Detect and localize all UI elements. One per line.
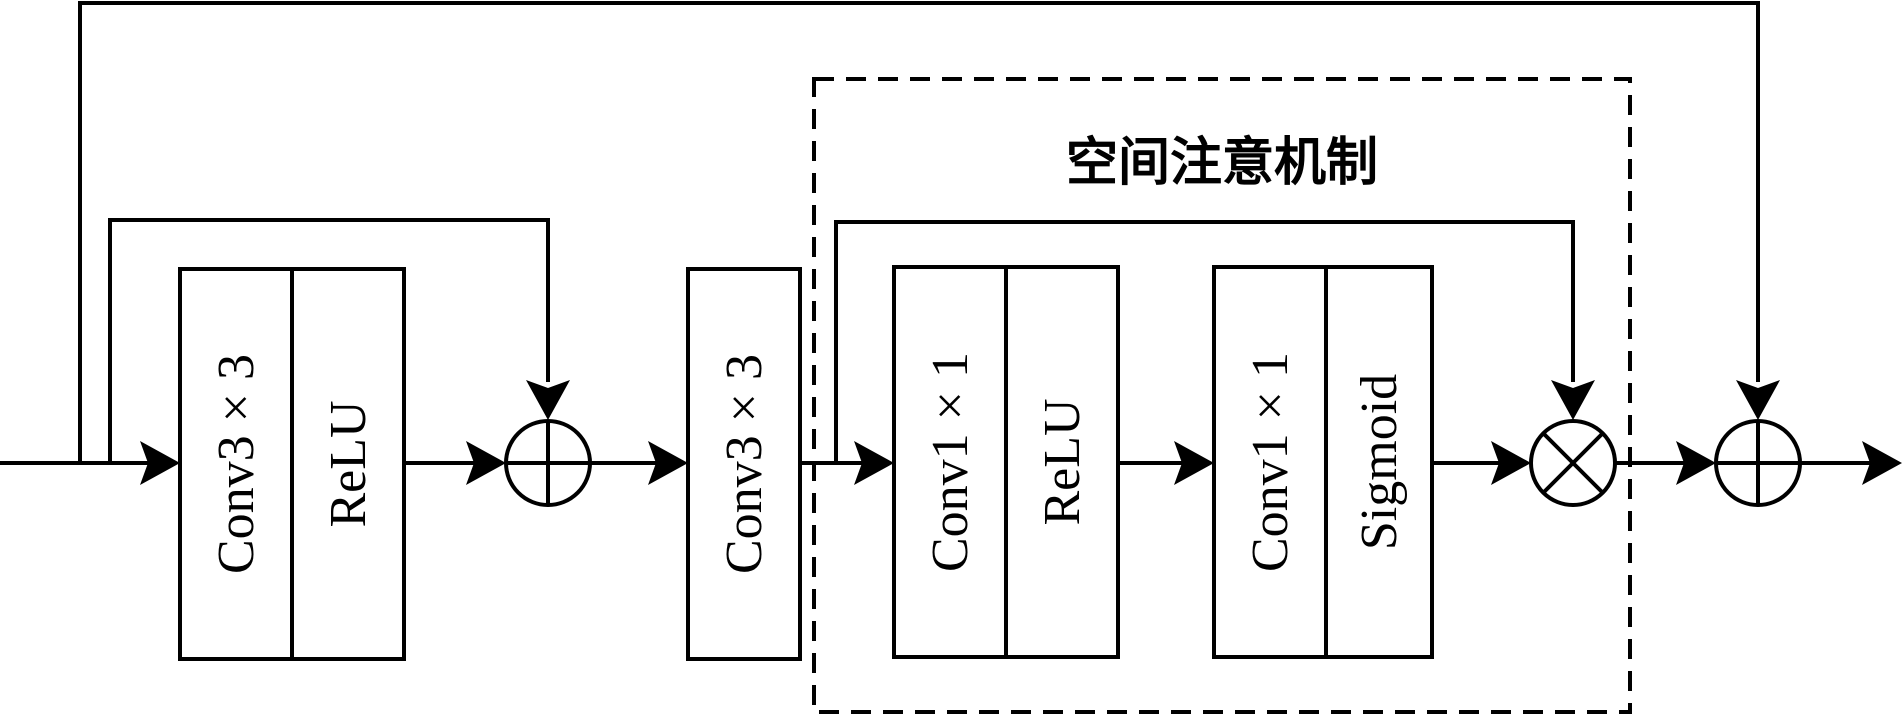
arrow-into-conv1x1-a bbox=[854, 441, 894, 485]
relu-block-b bbox=[1004, 265, 1120, 659]
conv1x1-block-b bbox=[1212, 265, 1328, 659]
add-operator-2 bbox=[1714, 419, 1802, 507]
arrow-into-conv3x3-b bbox=[648, 441, 688, 485]
relu-label-b: ReLU bbox=[1034, 398, 1091, 525]
conv3x3-block-a bbox=[178, 267, 294, 661]
sigmoid-label: Sigmoid bbox=[1351, 374, 1408, 550]
arrow-into-conv3x3-a bbox=[140, 441, 180, 485]
conv3x3-label-a: Conv3 × 3 bbox=[208, 354, 265, 574]
arrow-into-add-1 bbox=[526, 380, 570, 420]
output-arrow bbox=[1862, 441, 1902, 485]
conv1x1-block-a bbox=[892, 265, 1008, 659]
add-operator-1 bbox=[504, 419, 592, 507]
spatial-attention-title: 空间注意机制 bbox=[1066, 133, 1378, 193]
sigmoid-block bbox=[1324, 265, 1434, 659]
arrow-into-multiply-main bbox=[1491, 441, 1531, 485]
first-skip-connection bbox=[108, 218, 550, 463]
arrow-into-add-2-main bbox=[1676, 441, 1716, 485]
conv1x1-label-b: Conv1 × 1 bbox=[1242, 352, 1299, 572]
multiply-operator bbox=[1529, 419, 1617, 507]
arrow-relu-to-add-1 bbox=[466, 441, 506, 485]
conv3x3-block-b bbox=[686, 267, 802, 661]
arrow-into-conv1x1-b bbox=[1174, 441, 1214, 485]
conv1x1-label-a: Conv1 × 1 bbox=[922, 352, 979, 572]
relu-label-a: ReLU bbox=[320, 400, 377, 527]
spatial-attention-region bbox=[812, 77, 1632, 714]
outer-skip-connection bbox=[78, 1, 1760, 463]
arrow-into-multiply bbox=[1551, 380, 1595, 420]
attention-skip-connection bbox=[834, 220, 1575, 463]
arrow-into-add-2 bbox=[1736, 380, 1780, 420]
conv3x3-label-b: Conv3 × 3 bbox=[716, 354, 773, 574]
